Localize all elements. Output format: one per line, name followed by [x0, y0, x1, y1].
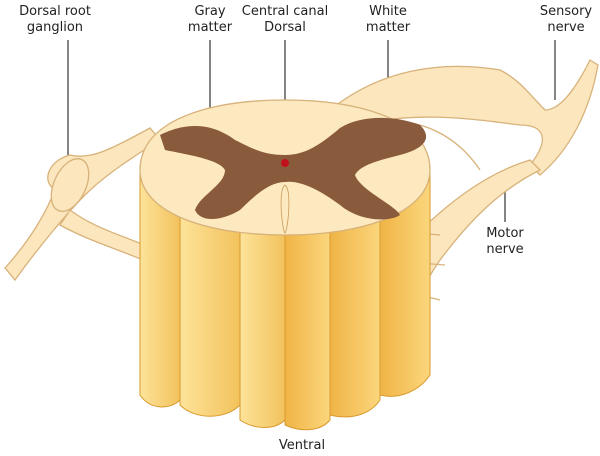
label-line: Gray [194, 4, 226, 19]
label-line: Dorsal root [19, 4, 91, 19]
label-line: matter [187, 20, 233, 35]
label-line: nerve [547, 20, 585, 35]
label-white-matter: White matter [360, 4, 416, 36]
label-ventral: Ventral [278, 438, 326, 453]
label-dorsal-root-ganglion: Dorsal root ganglion [5, 4, 105, 36]
label-line: nerve [486, 242, 524, 257]
dorsal-root-ganglion [50, 158, 90, 212]
label-line: Dorsal [264, 20, 306, 35]
label-sensory-nerve: Sensory nerve [535, 4, 597, 36]
ventral-fissure [280, 184, 290, 234]
label-gray-matter: Gray matter [180, 4, 240, 36]
central-canal [281, 159, 289, 167]
label-line: ganglion [26, 20, 84, 35]
spinal-cord-columns [139, 169, 431, 431]
label-line: Sensory [539, 4, 593, 19]
label-motor-nerve: Motor nerve [478, 226, 532, 258]
label-line: White [369, 4, 407, 19]
label-line: Central canal [241, 4, 329, 19]
label-line: Motor [486, 226, 524, 241]
gray-matter [160, 117, 427, 220]
label-central-canal-dorsal: Central canal Dorsal [230, 4, 340, 36]
label-line: matter [365, 20, 411, 35]
